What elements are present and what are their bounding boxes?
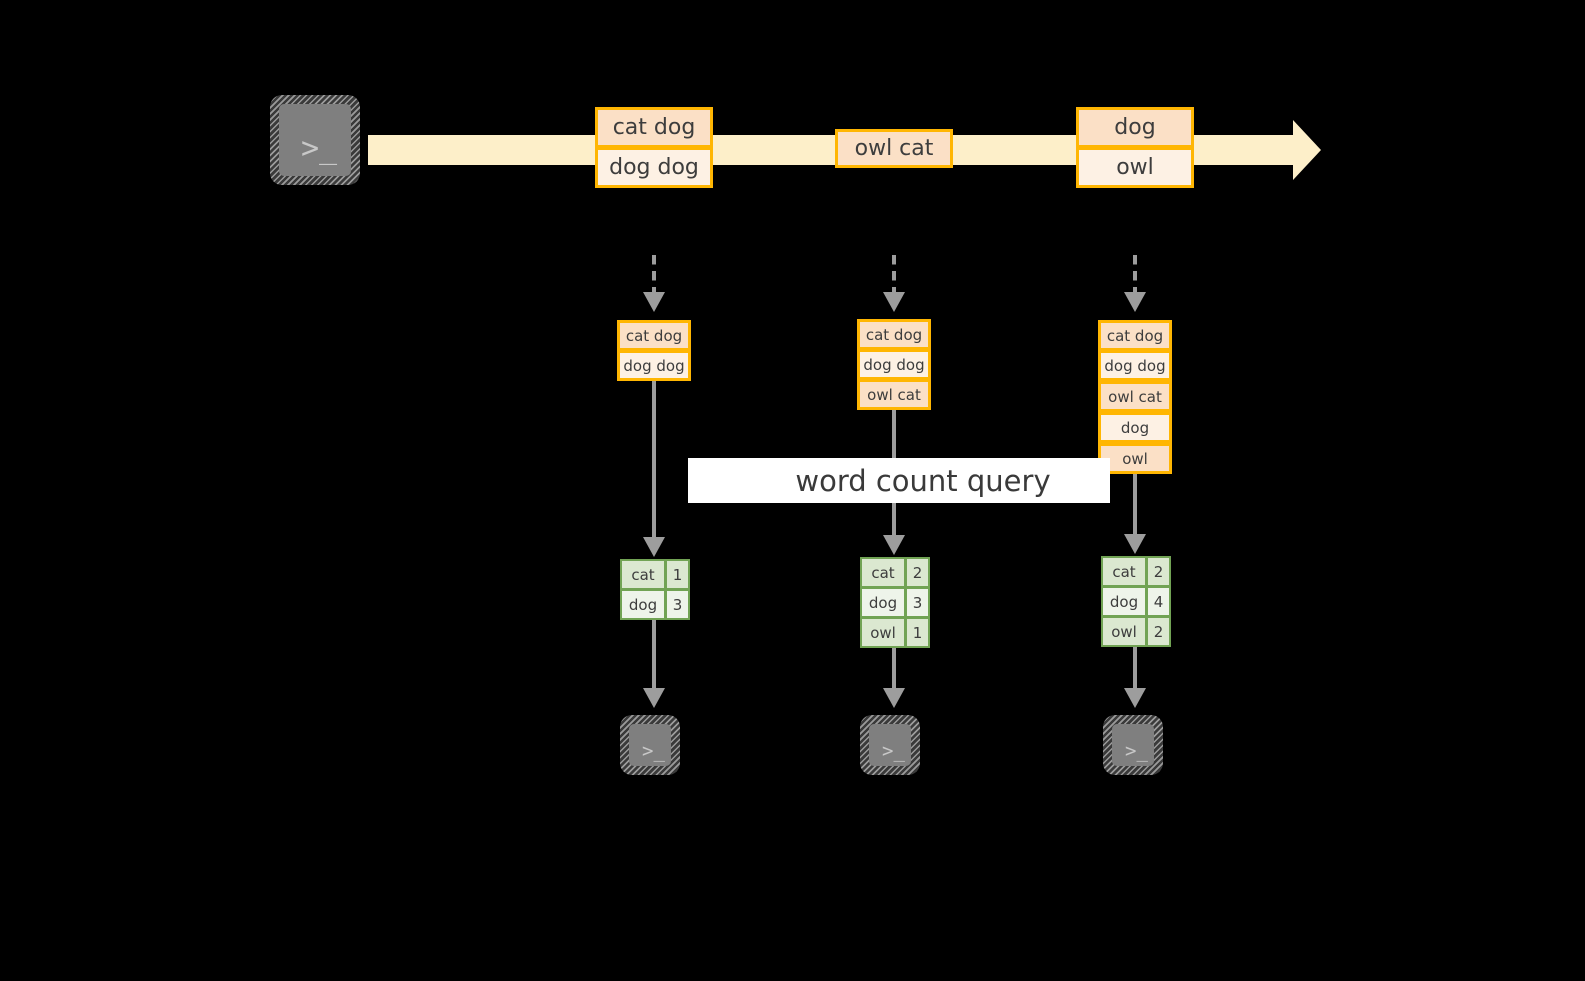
result-word-cell: dog bbox=[860, 587, 906, 618]
sink-terminal-icon: >_ bbox=[620, 715, 680, 775]
snapshot-row: cat dog bbox=[857, 319, 931, 350]
result-word-cell: dog bbox=[620, 589, 666, 620]
result-count-cell: 2 bbox=[1146, 616, 1171, 647]
terminal-prompt-glyph: >_ bbox=[882, 740, 905, 762]
result-word-cell: owl bbox=[860, 617, 906, 648]
snapshot-row: dog bbox=[1098, 412, 1172, 443]
snapshot-feed-arrowhead bbox=[1124, 292, 1146, 312]
query-arrow-head bbox=[883, 535, 905, 555]
sink-arrow-head bbox=[643, 688, 665, 708]
terminal-prompt-glyph: >_ bbox=[301, 131, 338, 166]
sink-arrow-line bbox=[892, 648, 896, 690]
snapshot-row: cat dog bbox=[617, 320, 691, 351]
snapshot-row: owl cat bbox=[1098, 381, 1172, 412]
result-word-cell: cat bbox=[860, 557, 906, 588]
result-count-cell: 2 bbox=[1146, 556, 1171, 587]
result-word-cell: dog bbox=[1101, 586, 1147, 617]
terminal-body bbox=[869, 724, 911, 766]
terminal-body bbox=[629, 724, 671, 766]
query-arrow-head bbox=[1124, 534, 1146, 554]
sink-terminal-icon: >_ bbox=[860, 715, 920, 775]
sink-arrow-line bbox=[652, 620, 656, 690]
snapshot-row: owl bbox=[1098, 443, 1172, 474]
result-word-cell: cat bbox=[1101, 556, 1147, 587]
snapshot-feed-line bbox=[1133, 255, 1137, 293]
snapshot-feed-line bbox=[652, 255, 656, 293]
snapshot-row: dog dog bbox=[617, 350, 691, 381]
sink-arrow-head bbox=[1124, 688, 1146, 708]
snapshot-row: dog dog bbox=[1098, 350, 1172, 381]
sink-terminal-icon: >_ bbox=[1103, 715, 1163, 775]
stream-event-cell: owl cat bbox=[835, 129, 953, 168]
result-count-cell: 1 bbox=[905, 617, 930, 648]
result-word-cell: cat bbox=[620, 559, 666, 590]
stream-event-cell: dog dog bbox=[595, 147, 713, 188]
terminal-prompt-glyph: >_ bbox=[642, 740, 665, 762]
sink-arrow-head bbox=[883, 688, 905, 708]
query-label-text: word count query bbox=[795, 463, 1051, 498]
query-arrow-head bbox=[643, 537, 665, 557]
terminal-body bbox=[279, 104, 351, 176]
result-count-cell: 3 bbox=[665, 589, 690, 620]
source-terminal-icon: >_ bbox=[270, 95, 360, 185]
terminal-prompt-glyph: >_ bbox=[1125, 740, 1148, 762]
event-stream-arrowhead bbox=[1293, 120, 1321, 180]
result-count-cell: 2 bbox=[905, 557, 930, 588]
result-count-cell: 4 bbox=[1146, 586, 1171, 617]
snapshot-row: dog dog bbox=[857, 349, 931, 380]
stream-event-cell: owl bbox=[1076, 147, 1194, 188]
query-arrow-line bbox=[652, 381, 656, 539]
snapshot-row: cat dog bbox=[1098, 320, 1172, 351]
snapshot-row: owl cat bbox=[857, 379, 931, 410]
sink-arrow-line bbox=[1133, 647, 1137, 690]
query-arrow-line bbox=[1133, 474, 1137, 536]
snapshot-feed-arrowhead bbox=[883, 292, 905, 312]
result-count-cell: 1 bbox=[665, 559, 690, 590]
terminal-body bbox=[1112, 724, 1154, 766]
result-count-cell: 3 bbox=[905, 587, 930, 618]
query-label-band: word count query bbox=[688, 458, 1110, 503]
snapshot-feed-arrowhead bbox=[643, 292, 665, 312]
snapshot-feed-line bbox=[892, 255, 896, 293]
stream-event-cell: dog bbox=[1076, 107, 1194, 148]
stream-event-cell: cat dog bbox=[595, 107, 713, 148]
result-word-cell: owl bbox=[1101, 616, 1147, 647]
